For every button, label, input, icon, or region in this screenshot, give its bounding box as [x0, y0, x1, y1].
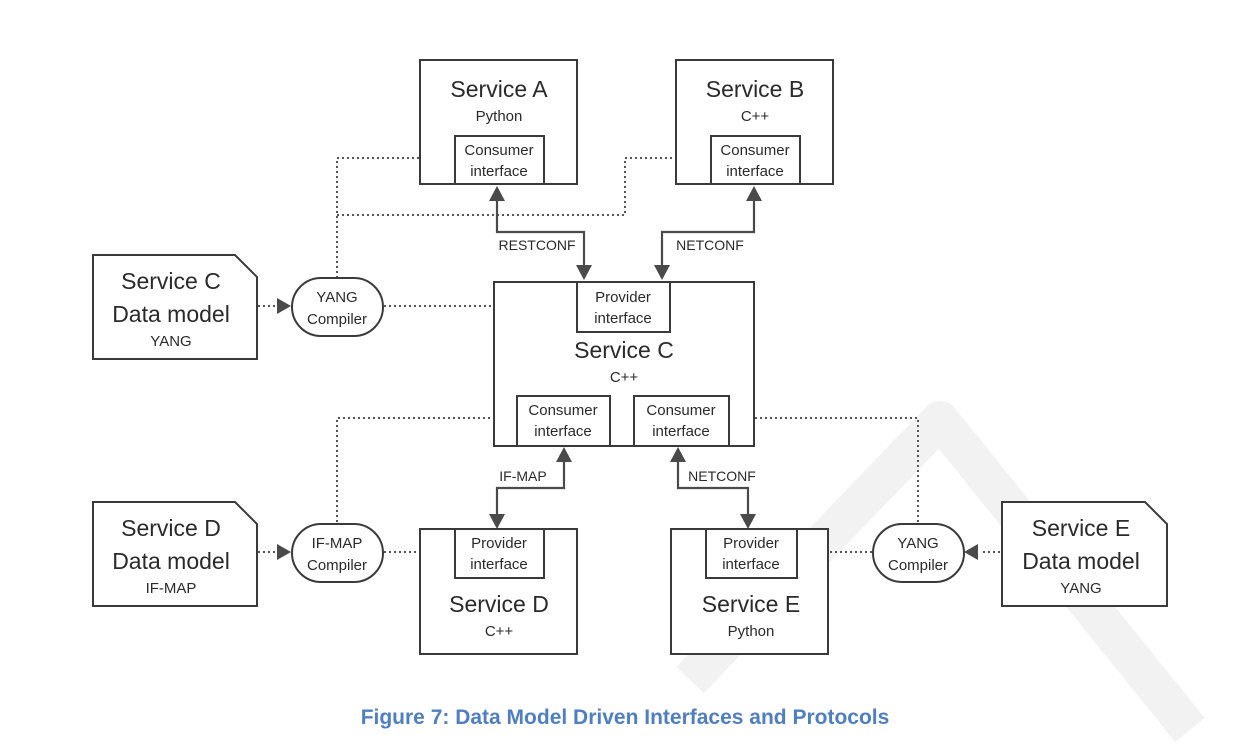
service-d: Provider interface Service D C++	[419, 528, 578, 655]
interface-label-line2: interface	[652, 423, 710, 440]
service-b-consumer-interface	[710, 135, 801, 185]
interface-label-line2: interface	[722, 556, 780, 573]
compiler-e-line2: Compiler	[888, 557, 948, 574]
service-d-language: C++	[485, 623, 514, 640]
label-bg	[670, 234, 750, 256]
compiler-c-line1: YANG	[316, 289, 357, 306]
service-a-language: Python	[476, 108, 523, 125]
arrowhead	[489, 514, 505, 529]
interface-label-line1: Consumer	[528, 402, 597, 419]
protocol-label-netconf-b: NETCONF	[676, 237, 744, 253]
service-a-consumer-interface	[454, 135, 545, 185]
arrowhead	[489, 186, 505, 201]
arrowhead	[740, 514, 756, 529]
data-model-c-line1: Service C	[121, 268, 221, 294]
interface-label-line1: Provider	[723, 535, 779, 552]
compiler-oval	[291, 523, 384, 583]
service-a-title: Service A	[450, 76, 548, 102]
compiler-oval	[872, 523, 965, 583]
data-model-e-format: YANG	[1060, 580, 1101, 597]
protocol-label-netconf-e: NETCONF	[688, 468, 756, 484]
label-bg	[683, 465, 761, 486]
data-model-c: Service C Data model YANG	[92, 254, 258, 360]
data-model-d: Service D Data model IF-MAP	[92, 501, 258, 607]
protocol-label-ifmap: IF-MAP	[499, 468, 546, 484]
service-c: Provider interface Service C C++ Consume…	[493, 281, 755, 447]
service-d-provider-interface	[454, 528, 545, 579]
data-model-d-format: IF-MAP	[146, 580, 197, 597]
interface-label-line1: Provider	[595, 289, 651, 306]
document-icon	[92, 501, 258, 607]
service-c-consumer-interface-right	[633, 395, 730, 447]
interface-label-line1: Consumer	[720, 142, 789, 159]
data-model-e-line2: Data model	[1022, 548, 1140, 574]
service-d-title: Service D	[449, 591, 549, 617]
data-model-c-format: YANG	[150, 333, 191, 350]
service-e-title: Service E	[702, 591, 800, 617]
arrowhead	[576, 265, 592, 280]
interface-label-line2: interface	[534, 423, 592, 440]
arrowhead	[670, 447, 686, 462]
service-a: Service A Python Consumer interface	[419, 59, 578, 185]
link-service-c-service-e	[676, 462, 750, 514]
link-service-c-service-d	[495, 462, 566, 514]
path-compiler-d-to-service-c	[336, 417, 499, 527]
data-model-d-line1: Service D	[121, 515, 221, 541]
compiler-c: YANG Compiler	[291, 277, 384, 337]
data-model-e: Service E Data model YANG	[1001, 501, 1168, 607]
interface-label-line1: Provider	[471, 535, 527, 552]
label-bg	[495, 234, 579, 256]
label-bg	[494, 465, 552, 486]
document-icon	[92, 254, 258, 360]
protocol-connections: RESTCONF NETCONF IF-MAP NETCONF	[489, 186, 762, 529]
arrowhead	[556, 447, 572, 462]
service-c-provider-interface	[576, 281, 671, 333]
interface-label-line2: interface	[470, 556, 528, 573]
protocol-label-restconf: RESTCONF	[499, 237, 576, 253]
service-c-consumer-interface-left	[516, 395, 611, 447]
link-service-a-service-c	[495, 200, 586, 265]
compiler-d: IF-MAP Compiler	[291, 523, 384, 583]
service-c-title: Service C	[574, 337, 674, 363]
service-b-language: C++	[741, 108, 770, 125]
service-e-provider-interface	[705, 528, 798, 579]
arrowhead	[746, 186, 762, 201]
document-icon	[1001, 501, 1168, 607]
data-model-c-line2: Data model	[112, 301, 230, 327]
service-b: Service B C++ Consumer interface	[675, 59, 834, 185]
compiler-d-line2: Compiler	[307, 557, 367, 574]
link-service-b-service-c	[660, 200, 756, 265]
arrowhead	[277, 298, 291, 314]
path-compiler-c-to-service-b	[337, 157, 697, 216]
path-compiler-c-to-service-a	[336, 157, 440, 278]
arrowhead	[277, 544, 291, 560]
interface-label-line1: Consumer	[646, 402, 715, 419]
compiler-e: YANG Compiler	[872, 523, 965, 583]
service-c-language: C++	[610, 369, 639, 386]
service-e-language: Python	[728, 623, 775, 640]
interface-label-line1: Consumer	[464, 142, 533, 159]
interface-label-line2: interface	[594, 310, 652, 327]
arrowhead	[964, 544, 978, 560]
arrowhead	[654, 265, 670, 280]
interface-label-line2: interface	[470, 163, 528, 180]
service-b-title: Service B	[706, 76, 804, 102]
compiler-d-line1: IF-MAP	[312, 535, 363, 552]
data-model-d-line2: Data model	[112, 548, 230, 574]
figure-caption: Figure 7: Data Model Driven Interfaces a…	[361, 706, 890, 729]
compiler-e-line1: YANG	[897, 535, 938, 552]
interface-label-line2: interface	[726, 163, 784, 180]
path-compiler-e-to-service-c	[747, 417, 919, 527]
compiler-c-line2: Compiler	[307, 311, 367, 328]
service-e: Provider interface Service E Python	[670, 528, 829, 655]
data-model-e-line1: Service E	[1032, 515, 1130, 541]
compiler-oval	[291, 277, 384, 337]
